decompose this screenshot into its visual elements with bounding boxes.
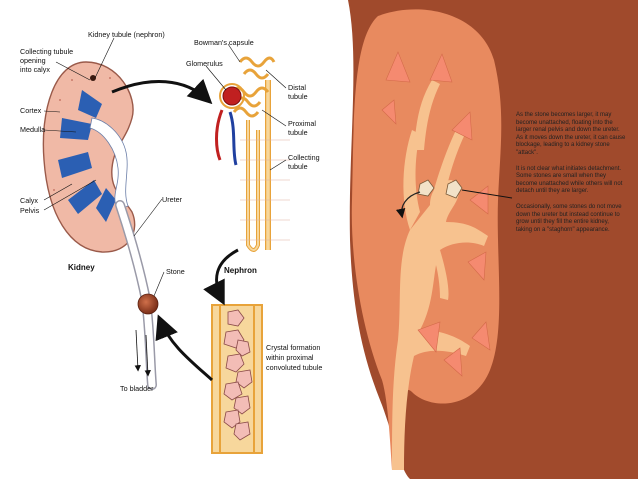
label-distal-tubule-1: Distal bbox=[288, 83, 306, 92]
arrow-kidney-to-nephron bbox=[111, 78, 213, 105]
label-kidney: Kidney bbox=[68, 263, 95, 272]
ureter-stone bbox=[137, 293, 159, 315]
right-panel bbox=[348, 0, 638, 479]
glomerulus-ball bbox=[222, 86, 242, 106]
right-papillae bbox=[381, 51, 491, 377]
label-bowmans-capsule: Bowman's capsule bbox=[194, 38, 254, 47]
right-pointer-line bbox=[461, 189, 513, 199]
right-renal-pelvis bbox=[392, 180, 488, 470]
arrow-nephron-to-crystal bbox=[203, 248, 239, 306]
label-to-bladder: To bladder bbox=[120, 384, 154, 393]
label-crystal-formation-1: Crystal formation bbox=[266, 343, 320, 352]
label-glomerulus: Glomerulus bbox=[186, 59, 223, 68]
label-crystal-formation-3: convoluted tubule bbox=[266, 363, 322, 372]
kidney-illustration bbox=[42, 61, 136, 253]
label-collecting-tubule-2: tubule bbox=[288, 162, 308, 171]
label-calyx: Calyx bbox=[20, 196, 38, 205]
left-panel: Kidney tubule (nephron) Collecting tubul… bbox=[20, 30, 322, 454]
label-stone: Stone bbox=[166, 267, 185, 276]
label-proximal-tubule-1: Proximal bbox=[288, 119, 316, 128]
right-paragraph-1: As the stone becomes larger, it may beco… bbox=[516, 112, 626, 156]
right-explanation-text: As the stone becomes larger, it may beco… bbox=[516, 112, 626, 242]
calyx-stone-dot bbox=[90, 75, 96, 81]
crystal-formation-illustration bbox=[211, 304, 263, 454]
label-crystal-formation-2: within proximal bbox=[265, 353, 314, 362]
label-collecting-tubule-1: Collecting bbox=[288, 153, 320, 162]
label-kidney-tubule: Kidney tubule (nephron) bbox=[88, 30, 165, 39]
label-nephron: Nephron bbox=[224, 266, 257, 275]
label-proximal-tubule-2: tubule bbox=[288, 128, 308, 137]
label-cortex: Cortex bbox=[20, 106, 42, 115]
arrow-crystal-to-stone bbox=[155, 314, 214, 382]
right-paragraph-3: Occasionally, some stones do not move do… bbox=[516, 203, 622, 233]
label-pelvis: Pelvis bbox=[20, 206, 40, 215]
label-medulla: Medulla bbox=[20, 125, 45, 134]
label-ureter: Ureter bbox=[162, 195, 183, 204]
label-distal-tubule-2: tubule bbox=[288, 92, 308, 101]
label-collecting-tubule-opening-2: opening bbox=[20, 56, 46, 65]
label-collecting-tubule-opening-1: Collecting tubule bbox=[20, 47, 73, 56]
right-paragraph-2: It is not clear what initiates detachmen… bbox=[516, 165, 623, 195]
right-stone-arrow bbox=[395, 191, 421, 219]
nephron-illustration bbox=[215, 56, 290, 252]
label-collecting-tubule-opening-3: into calyx bbox=[20, 65, 50, 74]
